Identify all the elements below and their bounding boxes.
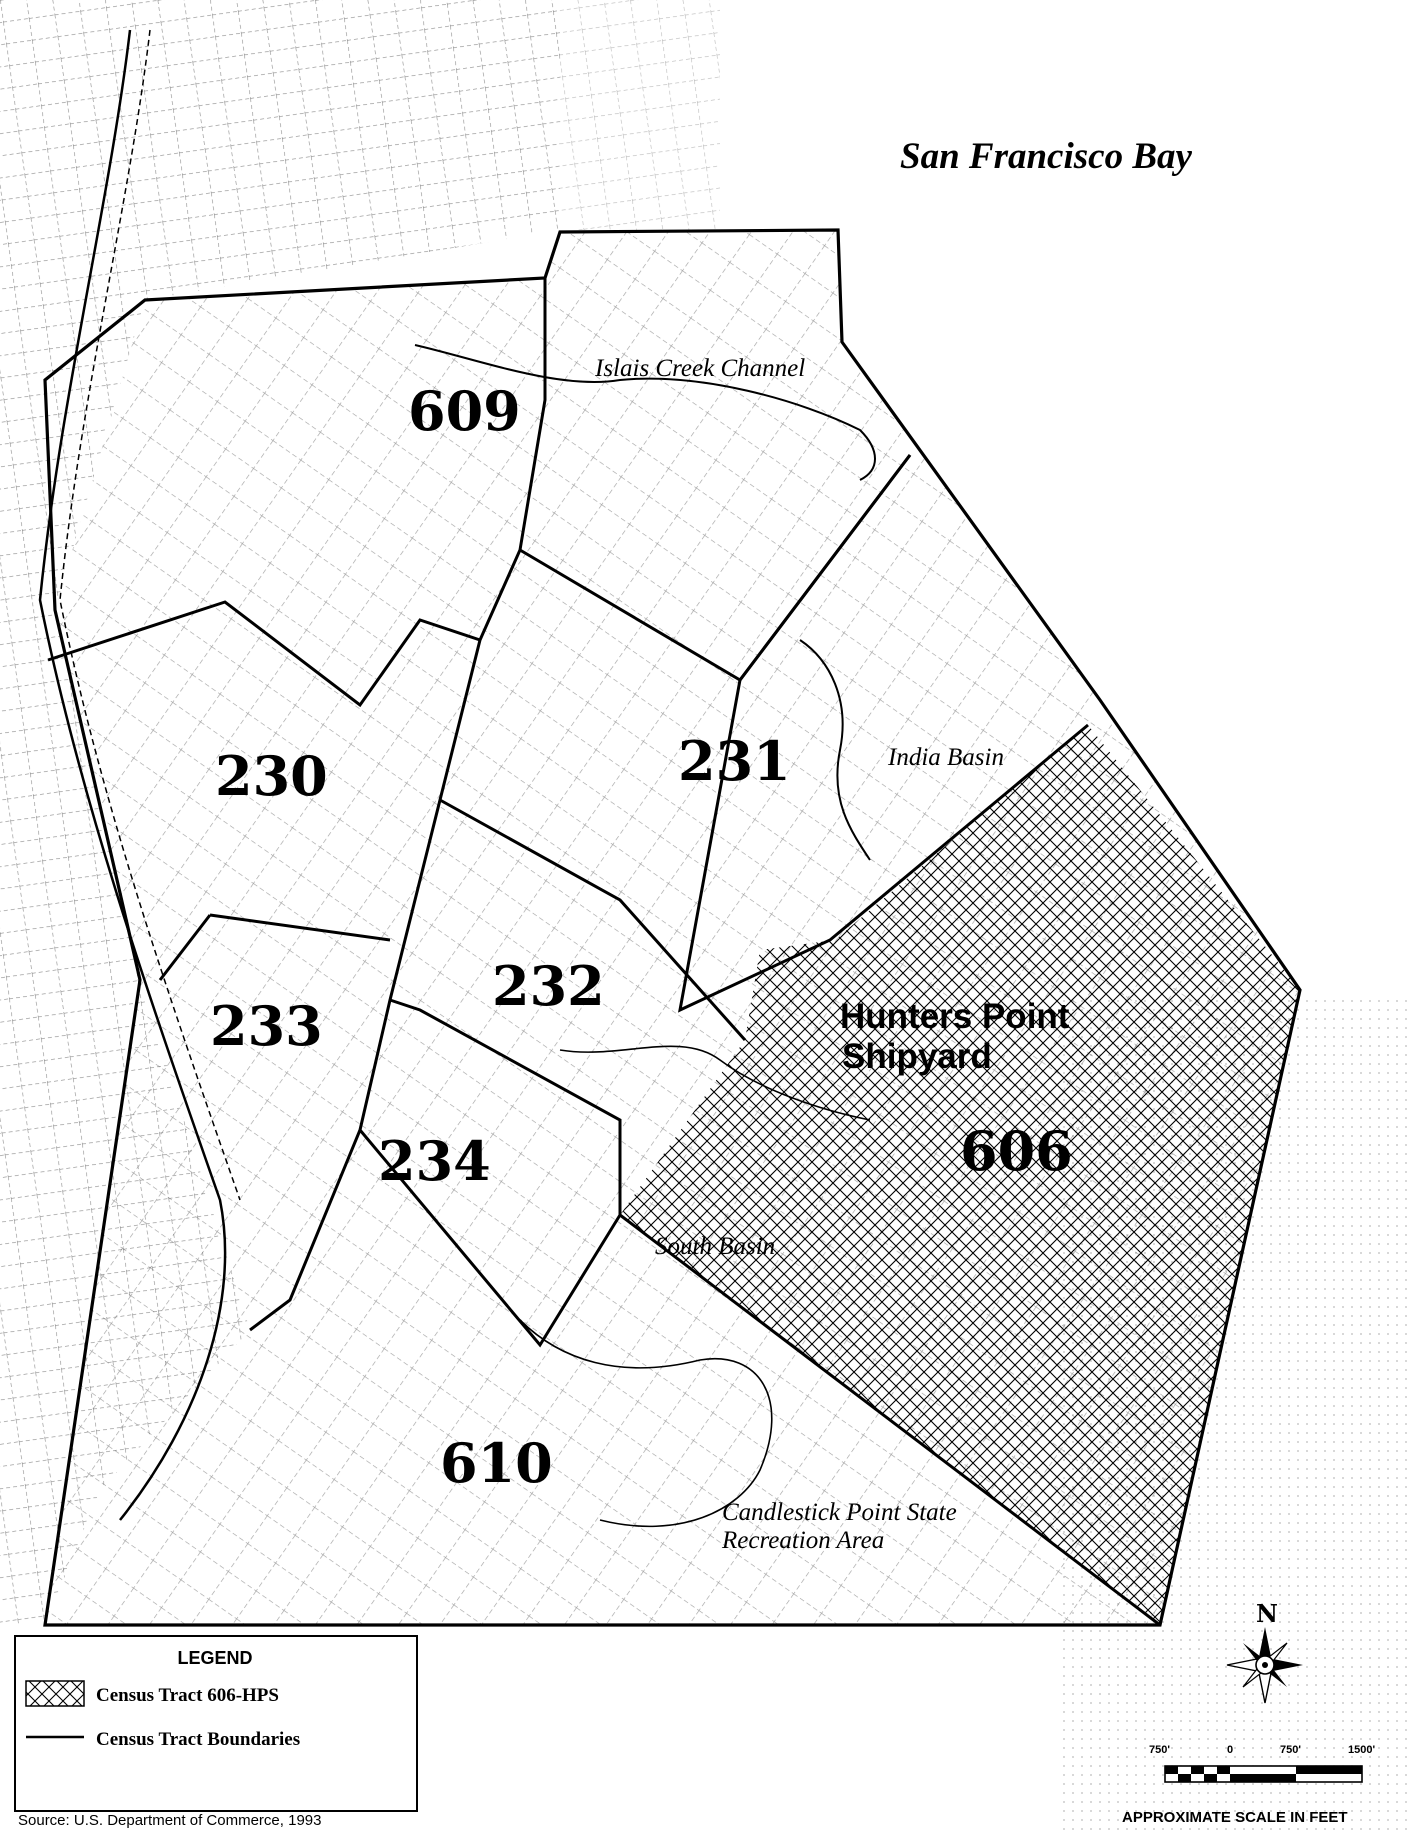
- tract-label-234: 234: [378, 1129, 491, 1193]
- tract-label-231: 231: [678, 729, 791, 793]
- scale-tick-1500: 1500': [1348, 1744, 1375, 1756]
- legend-line-label: Census Tract Boundaries: [96, 1729, 300, 1750]
- legend-title: LEGEND: [177, 1648, 252, 1668]
- scale-caption: APPROXIMATE SCALE IN FEET: [1122, 1809, 1348, 1826]
- candlestick-label-line2: Recreation Area: [721, 1527, 884, 1554]
- tract-label-610: 610: [440, 1431, 553, 1495]
- source-note: Source: U.S. Department of Commerce, 199…: [18, 1812, 321, 1829]
- tract-boundaries: [47, 278, 1161, 1627]
- compass-north-label: N: [1256, 1599, 1278, 1628]
- scale-bar: 750' 0 750' 1500' APPROXIMATE SCALE IN F…: [1122, 1744, 1375, 1826]
- candlestick-shore: [519, 1319, 773, 1528]
- legend-hatch-swatch: [25, 1680, 85, 1707]
- legend: LEGEND Census Tract 606-HPS Census Tract…: [14, 1635, 418, 1812]
- scale-tick-750-right: 750': [1280, 1744, 1301, 1756]
- north-street-grid: [560, 0, 720, 230]
- india-basin-shore: [799, 639, 871, 861]
- hunters-point-label-line1: Hunters Point: [840, 997, 1070, 1036]
- tract-label-232: 232: [492, 954, 605, 1018]
- legend-hatch-label: Census Tract 606-HPS: [96, 1685, 279, 1706]
- scale-tick-0: 0: [1227, 1744, 1233, 1756]
- south-basin-label: South Basin: [655, 1233, 775, 1260]
- candlestick-label-line1: Candlestick Point State: [722, 1499, 957, 1526]
- south-basin-shore: [559, 1045, 871, 1121]
- hunters-point-label-line2: Shipyard: [842, 1037, 992, 1076]
- study-area-boundary: [43, 228, 1302, 1627]
- legend-frame: [14, 1635, 418, 1812]
- tract-label-230: 230: [215, 744, 328, 808]
- tract-label-606: 606: [960, 1119, 1073, 1183]
- islais-creek-shore: [414, 344, 876, 481]
- india-basin-label: India Basin: [887, 744, 1004, 771]
- bay-label: San Francisco Bay: [900, 136, 1193, 177]
- freeway-line: [59, 29, 241, 1201]
- north-arrow-icon: N: [1226, 1599, 1303, 1704]
- islais-creek-label: Islais Creek Channel: [594, 355, 805, 382]
- tract-label-233: 233: [210, 994, 323, 1058]
- tract-labels: 609 231 230 232 233 234 606 610: [210, 379, 1073, 1495]
- tract-606-hatch: [620, 725, 1300, 1625]
- scale-tick-750-left: 750': [1149, 1744, 1170, 1756]
- tract-label-609: 609: [408, 379, 521, 443]
- rail-line: [38, 29, 227, 1521]
